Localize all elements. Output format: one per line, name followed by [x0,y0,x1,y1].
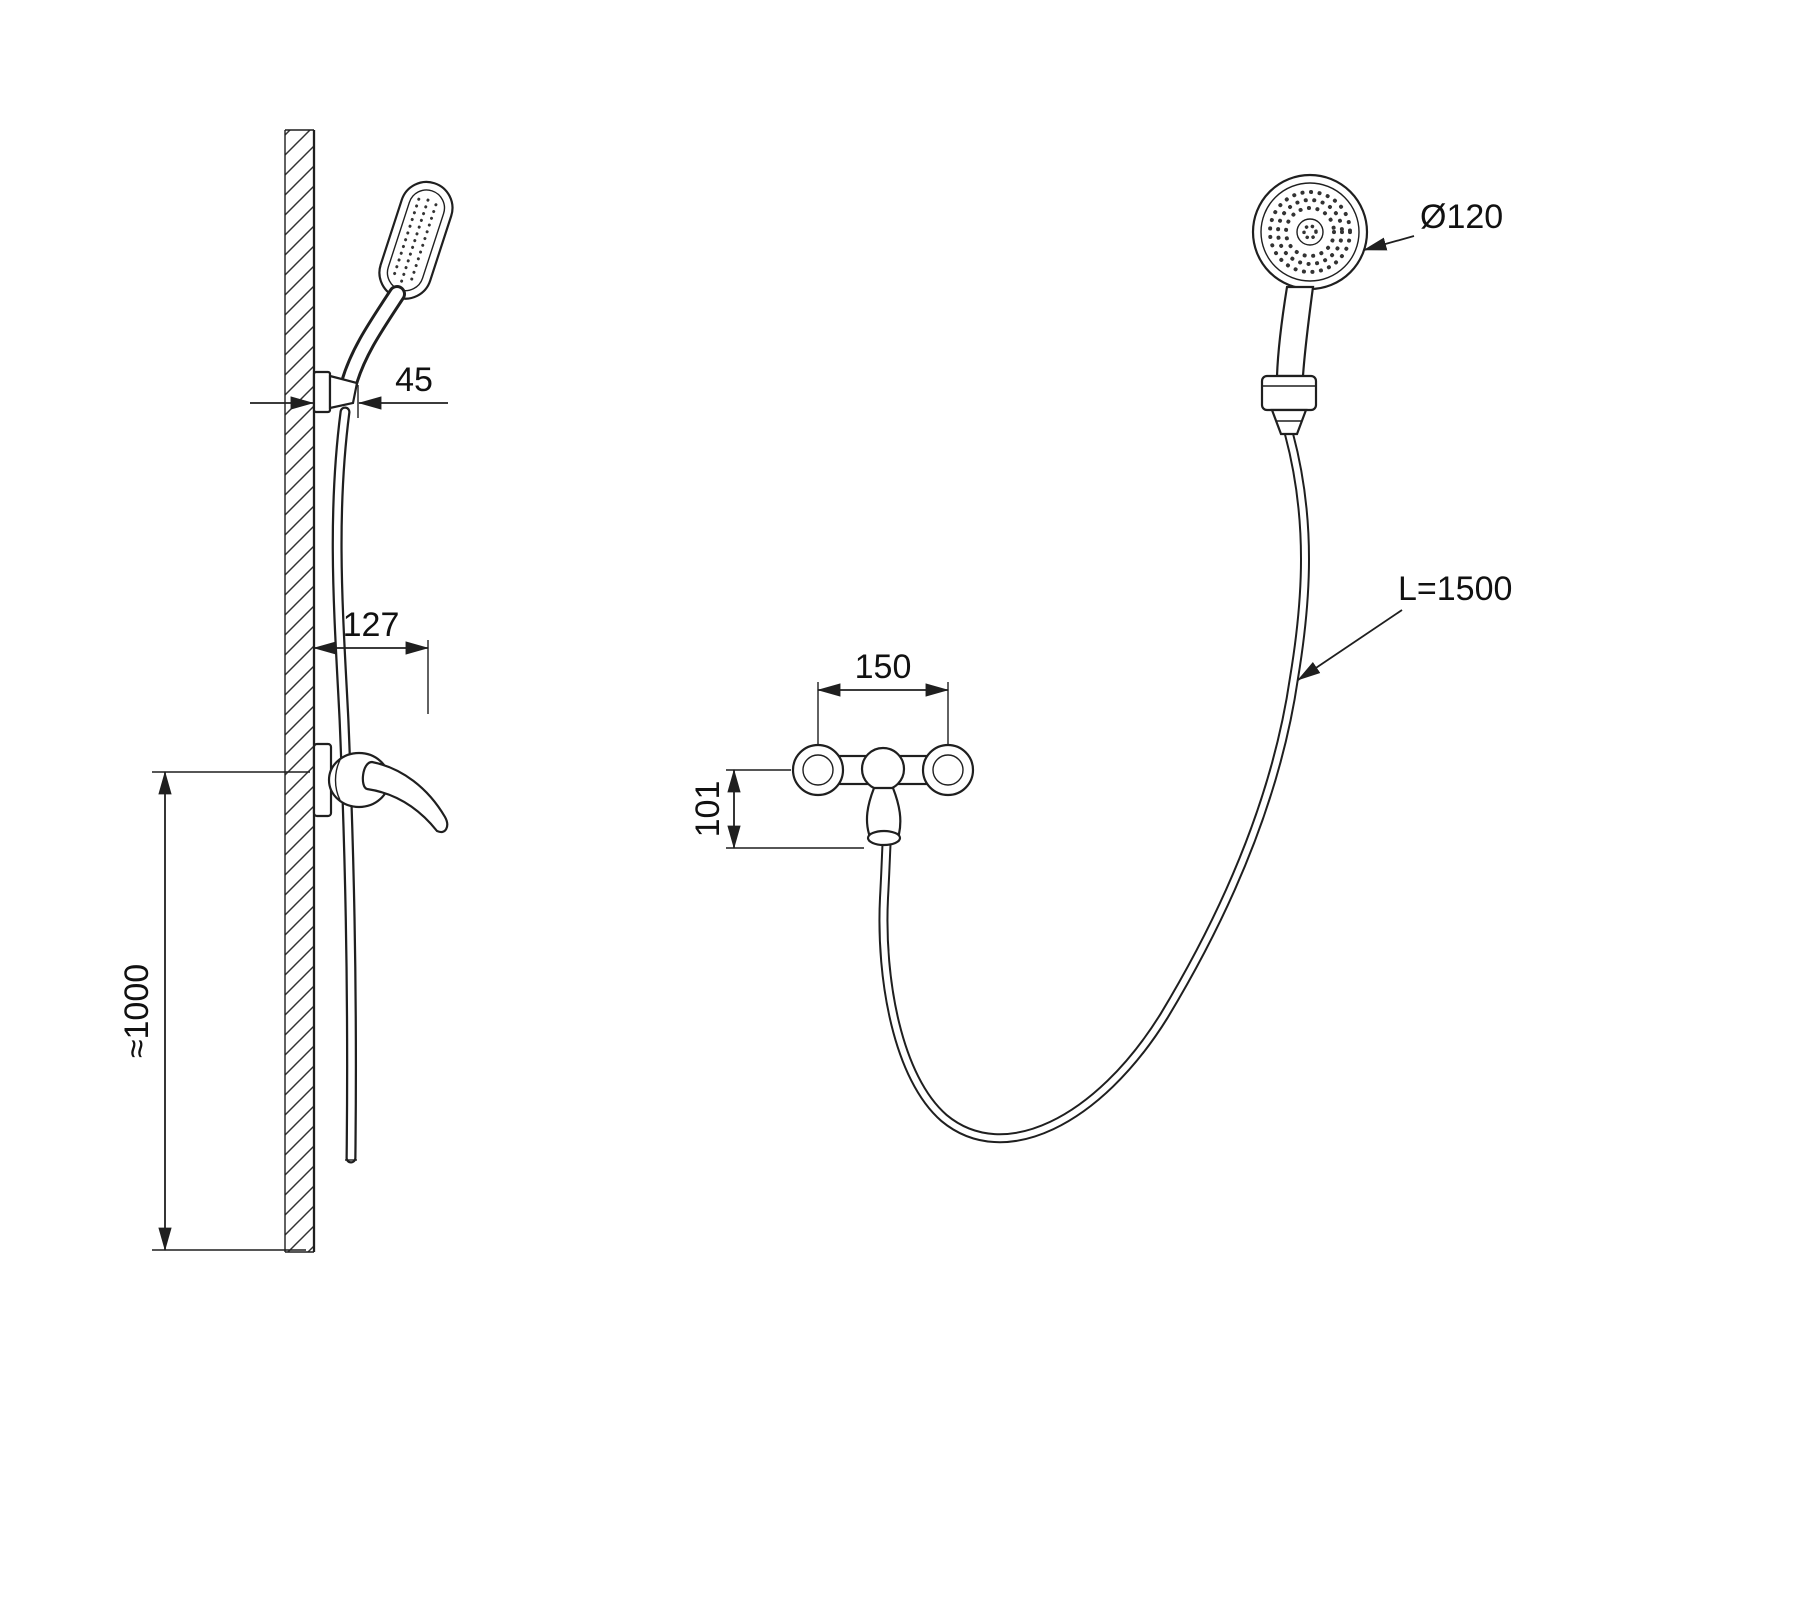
dim-mixer-projection-label: 127 [343,606,400,644]
mixer-right-flange-inner [932,754,964,786]
mixer-cartridge-front [860,746,906,792]
mixer-handle-front [865,786,902,836]
shower-hose-front [878,429,1310,1144]
shower-hose-side [331,406,358,1164]
mixer-handle-knob [866,829,902,847]
mixer-left-flange [791,743,845,797]
bracket-hook-side [328,374,359,410]
wall-bracket-side [312,370,359,414]
dim-body-height: 101 [689,769,864,849]
dim-connection-spacing: 150 [817,648,949,744]
dimensions: 45 127 ≈1000 Ø120 L=1500 [118,198,1512,1251]
hose-nut-front [1270,408,1308,436]
dim-bracket-depth-label: 45 [395,361,433,399]
hand-shower-side [340,180,454,392]
dim-connection-spacing-label: 150 [855,648,912,686]
mixer-front [791,743,975,847]
shower-head-center-cap [1296,218,1324,246]
dim-body-height-label: 101 [689,781,727,838]
spray-nozzle-ring [1268,190,1352,274]
leader-line [1363,235,1415,251]
dim-head-diameter: Ø120 [1363,198,1503,251]
wall-section [284,129,316,1253]
spray-nozzle-ring [1302,224,1318,240]
dim-mount-height: ≈1000 [118,771,310,1251]
dim-hose-length-label: L=1500 [1398,570,1512,608]
spray-dots-row [399,198,430,284]
dim-head-diameter-label: Ø120 [1420,198,1503,236]
spray-nozzle-ring [1276,198,1344,266]
dim-mixer-projection: 127 [313,606,429,714]
shower-head-front-inner-rim [1260,182,1360,282]
spray-dots-row [409,203,438,285]
dim-bracket-depth: 45 [250,361,448,418]
mixer-body-arc [334,759,341,801]
dim-hose-length: L=1500 [1297,570,1512,681]
wall-hatch [285,130,314,1252]
hand-shower-front [1251,173,1369,378]
shower-handle-front [1275,285,1315,378]
front-view [791,173,1369,1144]
mixer-right-flange [921,743,975,797]
spray-nozzle-ring [1284,206,1336,258]
mixer-lever-side [361,760,449,834]
side-view [284,129,454,1253]
mixer-side [312,742,449,834]
mixer-left-flange-inner [802,754,834,786]
wall-bracket-front [1260,374,1318,436]
dim-mount-height-label: ≈1000 [118,964,156,1058]
spray-dots-row [391,197,421,279]
leader-line [1297,609,1403,681]
